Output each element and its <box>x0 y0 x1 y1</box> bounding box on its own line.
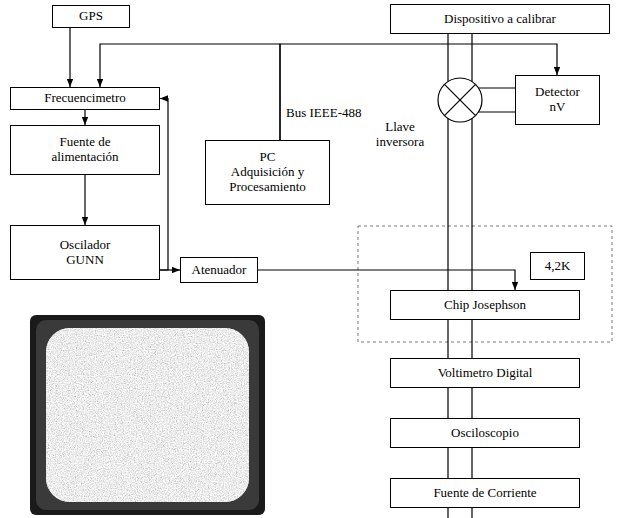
chip-box: Chip Josephson <box>390 290 580 320</box>
node-label: GPS <box>79 9 103 24</box>
temperature-box: 4,2K <box>530 252 585 280</box>
device-box: Dispositivo a calibrar <box>390 4 610 34</box>
photo-bezel <box>36 320 259 510</box>
bus-name: Bus IEEE-488 <box>286 106 361 121</box>
connector <box>478 88 515 112</box>
bus-label: Bus IEEE-488 <box>286 106 361 121</box>
connector <box>258 270 515 290</box>
oscillator-box: Oscilador GUNN <box>10 225 160 280</box>
voltmeter-box: Voltimetro Digital <box>390 358 580 388</box>
node-label: 4,2K <box>545 259 571 274</box>
connector <box>448 320 472 358</box>
node-label: Fuente de Corriente <box>433 486 536 501</box>
node-label: Llave inversora <box>368 120 432 150</box>
power-supply-box: Fuente de alimentación <box>10 125 160 175</box>
gps-box: GPS <box>52 5 130 28</box>
switch-symbol <box>437 77 483 123</box>
node-label: Chip Josephson <box>444 298 526 313</box>
node-label: Oscilador GUNN <box>48 238 123 268</box>
node-label: Osciloscopio <box>451 426 519 441</box>
connector <box>84 175 85 225</box>
attenuator-box: Atenuador <box>180 257 258 283</box>
oscilloscope-box: Osciloscopio <box>390 418 580 448</box>
node-label: Frecuencimetro <box>44 91 126 106</box>
switch-circle-outline <box>438 78 482 122</box>
screen-photo <box>46 328 249 502</box>
detector-box: Detector nV <box>515 75 600 125</box>
node-label: Dispositivo a calibrar <box>444 12 556 27</box>
cryostat-region <box>358 226 612 342</box>
switch-circle: Llave inversora <box>368 78 482 160</box>
pc-box: PCAdquisición y Procesamiento <box>205 140 330 205</box>
connector <box>448 388 472 418</box>
connector <box>448 448 472 478</box>
node-label: Detector nV <box>530 85 585 115</box>
connector <box>69 28 70 87</box>
node-body: Adquisición y Procesamiento <box>220 165 315 195</box>
connector <box>448 34 472 82</box>
switch-cross <box>444 84 475 115</box>
node-label: Voltimetro Digital <box>438 366 533 381</box>
current-source-box: Fuente de Corriente <box>390 478 580 508</box>
photo-frame <box>30 315 265 515</box>
connector <box>160 269 180 270</box>
connector <box>160 99 168 271</box>
node-label: Fuente de alimentación <box>45 135 125 165</box>
connector <box>84 110 85 125</box>
node-label: Atenuador <box>192 263 247 278</box>
connector <box>448 118 472 290</box>
wire <box>447 508 448 518</box>
wire <box>471 508 472 518</box>
node-label: PC <box>260 150 276 165</box>
counter-box: Frecuencimetro <box>10 87 160 110</box>
screen-noise <box>46 328 249 502</box>
